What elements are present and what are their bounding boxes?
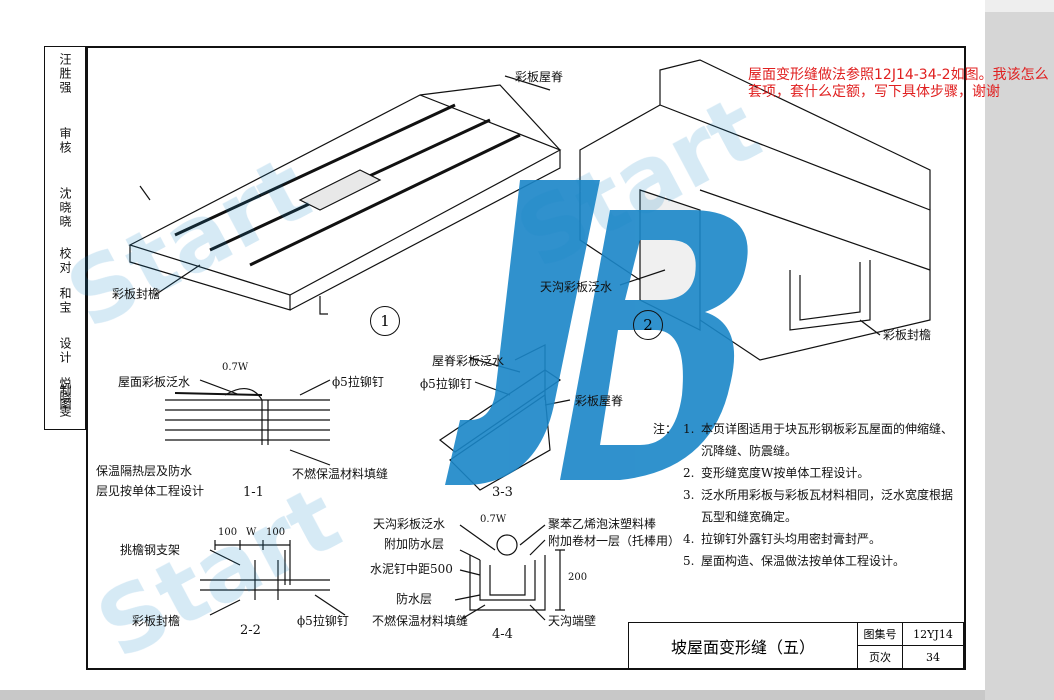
label-ps-rod: 聚苯乙烯泡沫塑料棒	[548, 517, 657, 531]
label-eave-bracket: 挑檐钢支架	[120, 543, 181, 557]
label-gutter-flashing-2: 天沟彩板泛水	[373, 517, 446, 531]
viewer-right-margin	[985, 12, 1054, 700]
label-07w-2: 0.7W	[480, 514, 507, 525]
label-extra-membrane: 附加卷材一层（托棒用）	[548, 534, 681, 548]
sidebar-label-check: 校对	[58, 247, 72, 275]
note-item: 4.拉铆钉外露钉头均用密封膏封严。	[683, 532, 882, 546]
label-waterproof-layer: 防水层	[396, 592, 433, 606]
label-gutter-flashing: 天沟彩板泛水	[540, 280, 613, 294]
sidebar-label-audit: 审核	[58, 127, 72, 155]
label-eave-3: 彩板封檐	[132, 614, 181, 628]
label-extra-waterproof: 附加防水层	[384, 537, 445, 551]
label-roof-flashing: 屋面彩板泛水	[118, 375, 191, 389]
drawing-frame	[86, 46, 966, 670]
drawing-title: 坡屋面变形缝（五）	[629, 623, 858, 669]
detail-number-2: 2	[633, 310, 663, 340]
notes-block: 注：1.本页详图适用于块瓦形钢板彩瓦屋面的伸缩缝、沉降缝、防震缝。 2.变形缝宽…	[653, 418, 954, 572]
label-gutter-end-wall: 天沟端壁	[548, 614, 597, 628]
sidebar-label-design: 设计	[58, 337, 72, 365]
label-rivet-1: ϕ5拉铆钉	[332, 375, 384, 389]
watermark-logo: Start Start Start	[51, 77, 776, 680]
sidebar-footer: 制图	[44, 380, 86, 430]
sidebar-sig-4: 悦晓雯	[58, 377, 72, 419]
detail-number-1: 1	[370, 306, 400, 336]
dim-100-a: 100	[218, 527, 238, 538]
atlas-value: 12YJ14	[903, 623, 964, 646]
note-item: 2.变形缝宽度W按单体工程设计。	[683, 466, 870, 480]
label-rivet-2: ϕ5拉铆钉	[420, 377, 472, 391]
signature-sidebar: 汪胜强 审核 沈晓晓 校对 和宝 设计 悦晓雯	[44, 46, 86, 430]
note-item: 注：1.本页详图适用于块瓦形钢板彩瓦屋面的伸缩缝、沉降缝、防震缝。	[653, 418, 953, 462]
section-3-3: 3-3	[492, 485, 513, 500]
label-eave-1: 彩板封檐	[112, 287, 161, 301]
label-rivet-3: ϕ5拉铆钉	[297, 614, 349, 628]
label-fill-1: 不燃保温材料填缝	[292, 467, 389, 481]
note-item: 3.泛水所用彩板与彩板瓦材料相同，泛水宽度根据瓦型和缝宽确定。	[683, 488, 954, 524]
note-item: 5.屋面构造、保温做法按单体工程设计。	[683, 554, 906, 568]
label-ridge-flashing: 屋脊彩板泛水	[432, 354, 505, 368]
sidebar-sig-2: 沈晓晓	[58, 187, 72, 229]
label-eave-2: 彩板封檐	[883, 328, 932, 342]
section-2-2: 2-2	[240, 623, 261, 638]
label-fill-2: 不燃保温材料填缝	[372, 614, 469, 628]
dim-100-b: 100	[266, 527, 286, 538]
question-text: 屋面变形缝做法参照12J14-34-2如图。我该怎么套项，套什么定额，写下具体步…	[748, 67, 1049, 100]
dim-w: W	[246, 527, 257, 538]
label-07w-1: 0.7W	[222, 362, 249, 373]
svg-text:Start: Start	[51, 137, 326, 350]
atlas-label: 图集号	[858, 623, 903, 646]
label-insulation: 保温隔热层及防水	[96, 464, 193, 478]
label-cement-nail: 水泥钉中距500	[370, 562, 453, 576]
page-label: 页次	[858, 646, 903, 669]
label-ridge-2: 彩板屋脊	[575, 394, 624, 408]
dim-200: 200	[568, 572, 588, 583]
notes-prefix: 注：	[653, 422, 678, 436]
section-4-4: 4-4	[492, 627, 513, 642]
section-1-1: 1-1	[243, 485, 264, 500]
sidebar-label-draft: 制图	[58, 384, 72, 412]
label-ridge-top: 彩板屋脊	[515, 70, 564, 84]
sidebar-sig-1: 汪胜强	[58, 53, 72, 95]
title-block: 坡屋面变形缝（五） 图集号 12YJ14 页次 34	[628, 622, 965, 669]
page-value: 34	[903, 646, 964, 669]
sidebar-sig-3: 和宝	[58, 287, 72, 315]
label-insulation-2: 层见按单体工程设计	[96, 484, 205, 498]
